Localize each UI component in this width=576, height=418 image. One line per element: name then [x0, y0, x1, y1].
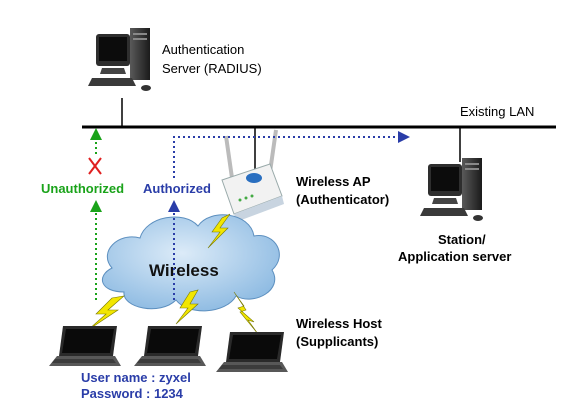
unauthorized-label: Unauthorized: [41, 181, 124, 196]
wireless-cloud-label: Wireless: [149, 261, 219, 280]
lightning-bolt-icon: [87, 295, 125, 331]
laptop-icon: [49, 326, 121, 366]
wireless-cloud: [101, 214, 280, 312]
wireless-ap-icon: [221, 129, 284, 222]
lightning-bolt-icon: [233, 291, 259, 335]
wireless-host-label: Wireless Host (Supplicants): [296, 316, 385, 349]
red-x-icon: [88, 157, 102, 175]
existing-lan-label: Existing LAN: [460, 104, 534, 119]
authorized-label: Authorized: [143, 181, 211, 196]
authorized-path-upper: [173, 131, 410, 178]
auth-server-icon: [88, 28, 151, 91]
wireless-ap-label: Wireless AP (Authenticator): [296, 174, 389, 207]
laptop-icon: [134, 326, 206, 366]
station-server-icon: [420, 158, 483, 221]
laptop-icon: [216, 332, 288, 372]
lightning-bolt-icon: [175, 289, 199, 325]
lightning-bolt-icon: [207, 213, 231, 249]
station-label: Station/ Application server: [398, 232, 511, 264]
credentials-label: User name : zyxel Password : 1234: [81, 370, 194, 401]
auth-server-label: Authentication Server (RADIUS): [162, 42, 262, 76]
